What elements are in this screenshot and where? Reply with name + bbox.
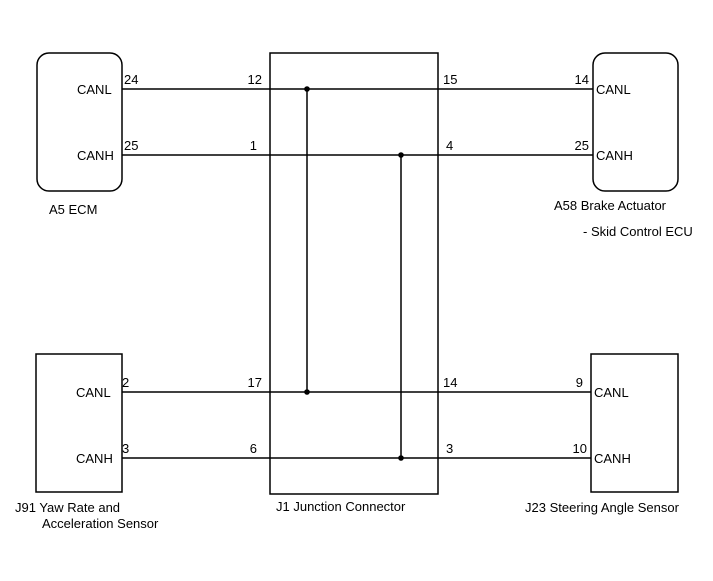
brake-pin-canl: 14 [575,72,589,87]
steering-pin-canh: 10 [573,441,587,456]
splice-dot [398,152,404,158]
brake-caption-line2: - Skid Control ECU [583,224,693,239]
yaw-pin-canl: 2 [122,375,129,390]
yaw-caption-line1: J91 Yaw Rate and [15,500,120,515]
yaw-caption-line2: Acceleration Sensor [42,516,159,531]
steering-canl-label: CANL [594,385,629,400]
yaw-sensor-box [35,353,123,493]
junction-connector-box [269,52,439,495]
junction-pin-right: 4 [446,138,453,153]
yaw-canh-label: CANH [76,451,113,466]
brake-pin-canh: 25 [575,138,589,153]
splice-dot [304,389,310,395]
ecm-box [36,52,123,192]
brake-canh-label: CANH [596,148,633,163]
junction-caption: J1 Junction Connector [276,499,406,514]
brake-actuator-box [592,52,679,192]
junction-pin-left: 1 [250,138,257,153]
yaw-pin-canh: 3 [122,441,129,456]
ecm-canl-label: CANL [77,82,112,97]
junction-pin-left: 12 [248,72,262,87]
splice-dot [398,455,404,461]
steering-canh-label: CANH [594,451,631,466]
junction-pin-right: 14 [443,375,457,390]
ecm-caption: A5 ECM [49,202,97,217]
junction-pin-left: 17 [248,375,262,390]
brake-canl-label: CANL [596,82,631,97]
brake-caption-line1: A58 Brake Actuator [554,198,667,213]
junction-pin-left: 6 [250,441,257,456]
steering-pin-canl: 9 [576,375,583,390]
ecm-pin-canh: 25 [124,138,138,153]
splice-dot [304,86,310,92]
ecm-pin-canl: 24 [124,72,138,87]
junction-pin-right: 15 [443,72,457,87]
junction-pin-right: 3 [446,441,453,456]
steering-caption: J23 Steering Angle Sensor [525,500,680,515]
steering-sensor-box [590,353,679,493]
yaw-canl-label: CANL [76,385,111,400]
ecm-canh-label: CANH [77,148,114,163]
